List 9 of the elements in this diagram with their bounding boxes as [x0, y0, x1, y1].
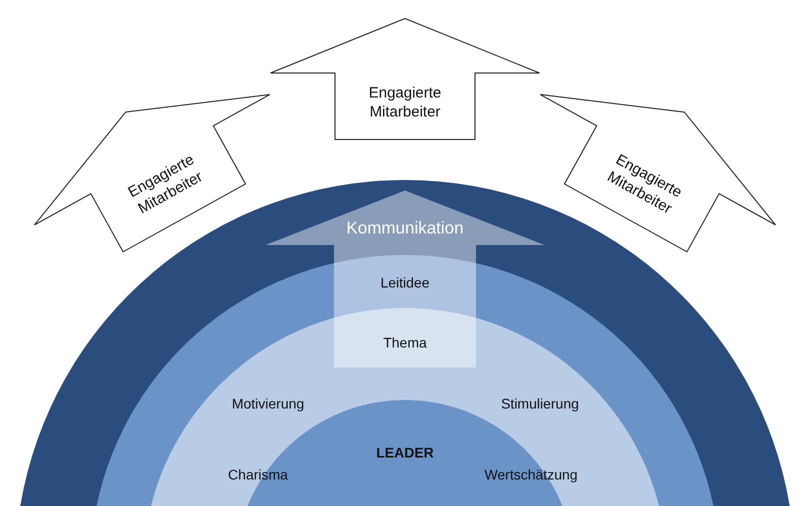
- label-text: Charisma: [228, 466, 288, 484]
- label-text: Stimulierung: [501, 395, 579, 413]
- label-text: Kommunikation: [346, 217, 464, 239]
- label-text: Wertschätzung: [484, 466, 578, 484]
- label-text: Leitidee: [380, 274, 430, 292]
- label-text: Engagierte Mitarbeiter: [368, 84, 442, 122]
- label-text: Motivierung: [232, 395, 304, 413]
- label-text: LEADER: [376, 444, 434, 462]
- label-text: Thema: [383, 334, 427, 352]
